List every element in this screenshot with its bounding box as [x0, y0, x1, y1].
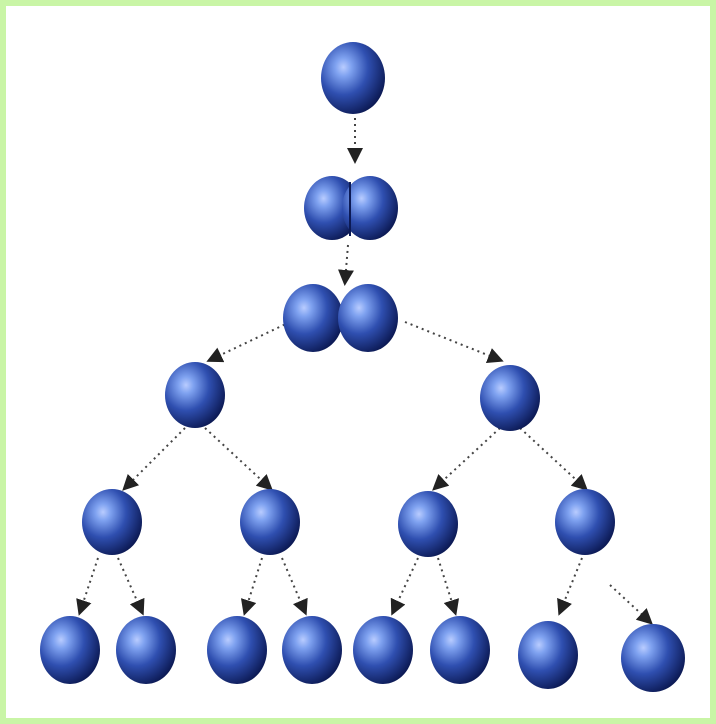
cell-stage-3-a: [283, 284, 343, 352]
cell-stage-3-b: [338, 284, 398, 352]
arrow-4l-b: [205, 428, 270, 488]
cell-stage-5-b: [240, 489, 300, 555]
arrow-5c-b: [438, 558, 455, 612]
cell-stage-5-d: [555, 489, 615, 555]
arrow-5a-a: [80, 558, 98, 612]
arrow-5a-b: [118, 558, 142, 612]
cell-stage-6-a: [40, 616, 100, 684]
arrow-5b-b: [282, 558, 305, 612]
arrow-3-left: [210, 322, 290, 360]
cells: [40, 42, 685, 692]
cell-stage-5-c: [398, 491, 458, 557]
arrow-4r-a: [435, 428, 500, 488]
arrow-5b-a: [245, 558, 262, 612]
cell-stage-6-d: [282, 616, 342, 684]
cell-stage-5-a: [82, 489, 142, 555]
cell-stage-6-h: [621, 624, 685, 692]
cell-stage-6-b: [116, 616, 176, 684]
arrow-5d-a: [560, 558, 582, 612]
cell-stage-6-e: [353, 616, 413, 684]
arrow-2-3: [345, 245, 348, 282]
cell-stage-6-f: [430, 616, 490, 684]
cell-stage-4-a: [165, 362, 225, 428]
cell-stage-2-dividing: [304, 176, 398, 240]
arrow-3-right: [405, 322, 500, 360]
arrow-4l-a: [125, 428, 185, 488]
arrow-5c-a: [393, 558, 418, 612]
cell-stage-6-g: [518, 621, 578, 689]
cell-stage-1: [321, 42, 385, 114]
cell-stage-4-b: [480, 365, 540, 431]
arrow-4r-b: [520, 428, 585, 488]
arrow-5d-b: [610, 585, 650, 622]
cell-stage-6-c: [207, 616, 267, 684]
